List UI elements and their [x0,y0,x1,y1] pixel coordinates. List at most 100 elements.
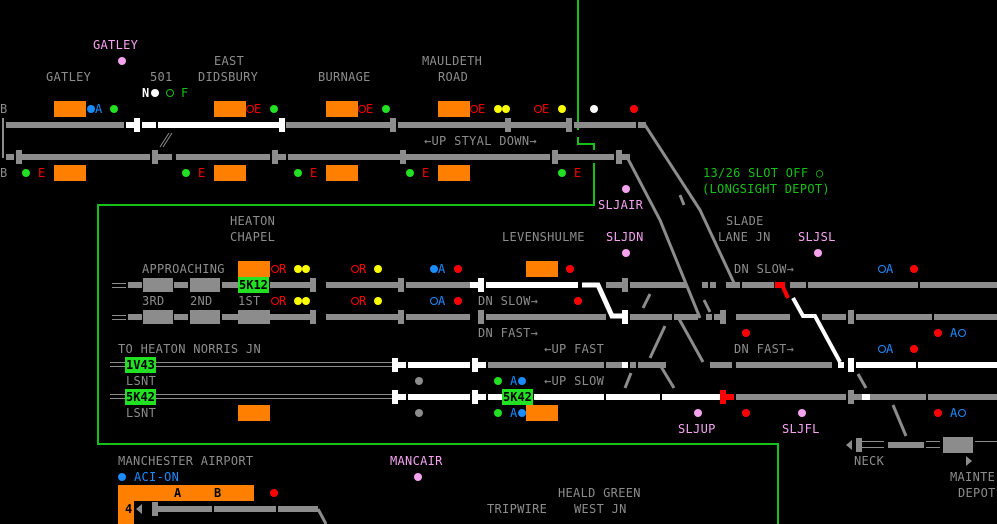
station-east-didsbury-line1: EAST [214,54,245,68]
panel-id-mancair-marker[interactable] [414,473,422,481]
signal-aspect-off[interactable] [415,377,423,385]
berth[interactable] [438,101,470,117]
station-manchester-airport: MANCHESTER AIRPORT [118,454,254,468]
signal-aspect-red[interactable] [270,489,278,497]
route-indicator[interactable] [271,265,279,273]
auto-indicator[interactable] [430,265,438,273]
berth[interactable] [526,405,558,421]
signal-aspect-yellow[interactable] [294,265,302,273]
signal-aspect-green[interactable] [22,169,30,177]
berth[interactable] [54,165,86,181]
berth[interactable] [326,101,358,117]
signal-aspect-green[interactable] [558,169,566,177]
train-descriptor[interactable]: 1V43 [125,357,156,373]
line-label-dn-fast: DN FAST→ [478,326,539,340]
signal-aspect-green[interactable] [182,169,190,177]
berth[interactable] [326,165,358,181]
auto-indicator[interactable] [958,329,966,337]
signal-aspect-red[interactable] [934,329,942,337]
signal-aspect-yellow[interactable] [374,265,382,273]
panel-id-sljup-marker[interactable] [694,409,702,417]
signal-aspect-green[interactable] [494,409,502,417]
panel-id-sljair-marker[interactable] [622,185,630,193]
route-indicator[interactable] [351,265,359,273]
berth[interactable] [214,101,246,117]
signal-aspect-red[interactable] [934,409,942,417]
signal-aspect-yellow[interactable] [374,297,382,305]
panel-id-gatley-marker[interactable] [118,57,126,65]
signal-aspect-green[interactable] [110,105,118,113]
signal-aspect-red[interactable] [910,265,918,273]
berth[interactable] [438,165,470,181]
platform-berth[interactable] [118,485,254,501]
auto-indicator[interactable] [878,265,886,273]
signal-aspect-yellow[interactable] [494,105,502,113]
signal-aspect-red[interactable] [630,105,638,113]
line-label-up-styal-down: ←UP STYAL DOWN→ [424,134,537,148]
auto-indicator[interactable] [878,345,886,353]
train-descriptor[interactable]: 5K12 [238,277,269,293]
auto-indicator[interactable] [87,105,95,113]
train-descriptor[interactable]: 5K42 [502,389,533,405]
station-mauldeth-line2: ROAD [438,70,469,84]
emergency-code: E [198,166,206,180]
emergency-code: E [574,166,582,180]
signal-aspect-red[interactable] [454,297,462,305]
panel-id-mancair: MANCAIR [390,454,443,468]
signal-aspect-red[interactable] [574,297,582,305]
slot-off-indicator[interactable]: 13/26 SLOT OFF ○ [703,166,824,180]
signal-aspect-yellow[interactable] [302,265,310,273]
berth[interactable] [526,261,558,277]
signal-aspect-yellow[interactable] [558,105,566,113]
berth[interactable] [214,165,246,181]
emergency-indicator[interactable] [358,105,366,113]
emergency-indicator[interactable] [534,105,542,113]
line-label-dn-fast-2: DN FAST→ [734,342,795,356]
signal-aspect-red[interactable] [910,345,918,353]
route-indicator[interactable] [271,297,279,305]
signal-aspect-green[interactable] [494,377,502,385]
panel-id-sljsl: SLJSL [798,230,836,244]
signal-aspect-red[interactable] [742,409,750,417]
signal-aspect-off[interactable] [415,409,423,417]
signal-aspect-green[interactable] [382,105,390,113]
emergency-indicator[interactable] [246,105,254,113]
signal-aspect-red[interactable] [454,265,462,273]
berth[interactable] [238,261,270,277]
signal-aspect-yellow[interactable] [294,297,302,305]
signal-aspect-green[interactable] [270,105,278,113]
auto-code: A [950,326,958,340]
station-heald-green-line1: HEALD GREEN [558,486,641,500]
signal-aspect-red[interactable] [742,329,750,337]
auto-indicator[interactable] [518,409,526,417]
line-label-up-slow: ←UP SLOW [544,374,605,388]
train-descriptor[interactable]: 5K42 [125,389,156,405]
signal-aspect-yellow[interactable] [302,297,310,305]
berth[interactable] [238,405,270,421]
signal-aspect-yellow[interactable] [502,105,510,113]
auto-indicator[interactable] [958,409,966,417]
line-label-first: 1ST [238,294,261,308]
edge-connector [2,118,4,158]
signal-aspect-green[interactable] [294,169,302,177]
line-label-third: 3RD [142,294,165,308]
panel-id-sljsl-marker[interactable] [814,249,822,257]
signal-aspect-red[interactable] [566,265,574,273]
auto-indicator[interactable] [430,297,438,305]
dn-slow-line [112,278,997,319]
level-crossing-id: 501 [150,70,173,84]
level-crossing-indicator[interactable] [166,89,174,97]
emergency-indicator[interactable] [470,105,478,113]
panel-id-sljfl-marker[interactable] [798,409,806,417]
signal-aspect-green[interactable] [406,169,414,177]
auto-indicator[interactable] [518,377,526,385]
panel-id-sljdn-marker[interactable] [622,249,630,257]
platform-4-berth[interactable] [118,501,134,524]
airport-lines [136,502,328,524]
auto-code: A [510,374,518,388]
route-indicator[interactable] [351,297,359,305]
aci-indicator[interactable] [118,473,126,481]
shunt-signal[interactable] [590,105,598,113]
berth[interactable] [54,101,86,117]
